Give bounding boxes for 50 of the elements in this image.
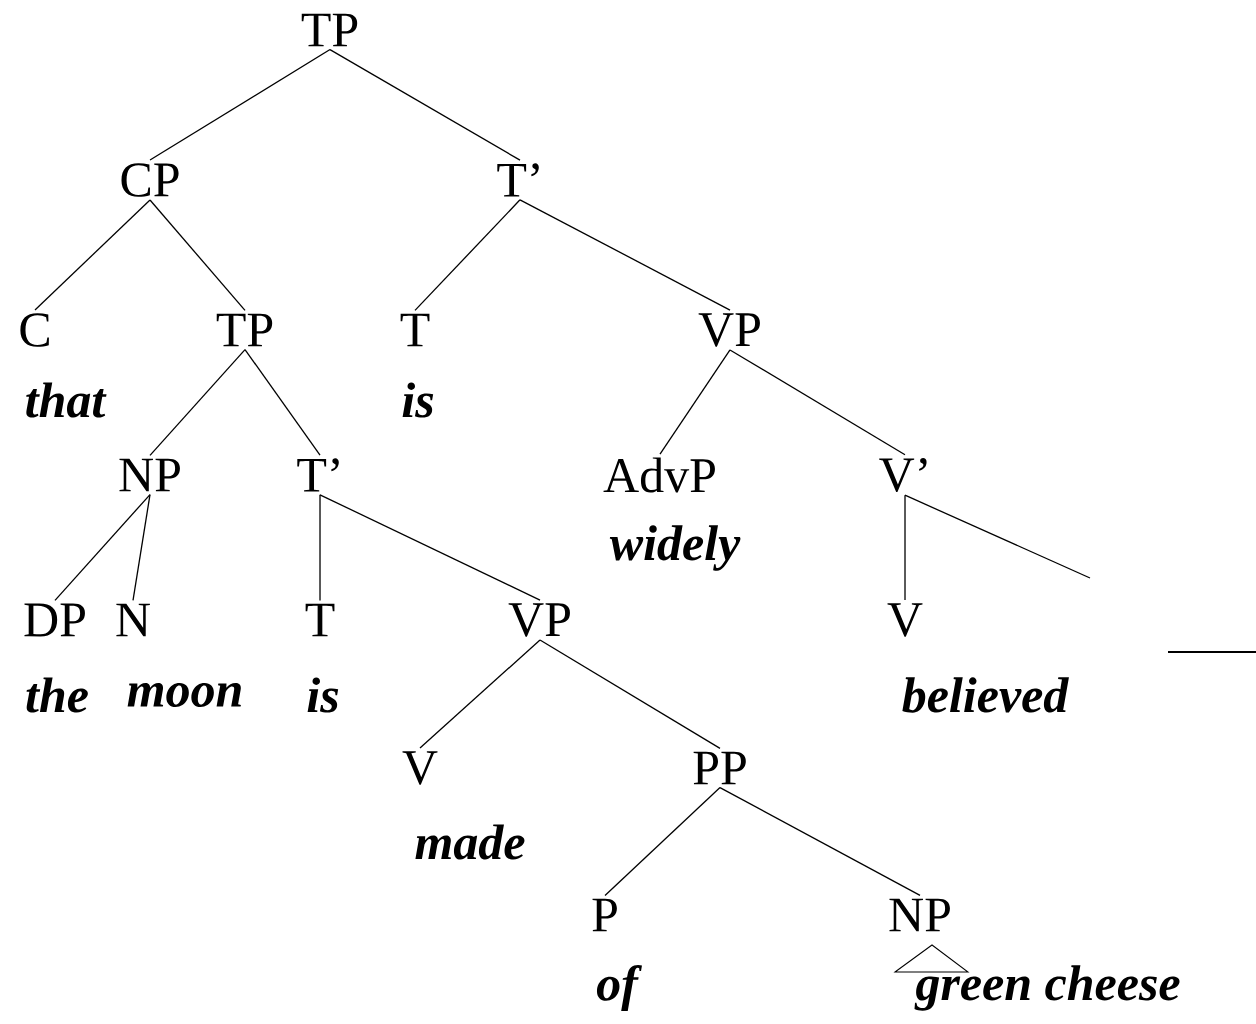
branch-line <box>319 494 321 602</box>
category-label: TP <box>216 313 273 347</box>
category-label: TP <box>301 13 358 47</box>
category-label: N <box>116 603 150 637</box>
branch-line <box>414 199 521 312</box>
word-label: green cheese <box>894 944 1180 1011</box>
category-label: T <box>305 603 335 637</box>
branch-line <box>149 199 246 312</box>
word-label: made <box>415 824 525 860</box>
category-label: T <box>400 313 430 347</box>
branch-line <box>329 48 521 161</box>
branch-line <box>419 639 541 749</box>
branch-line <box>604 786 721 897</box>
branch-line <box>34 199 151 311</box>
word-label: is <box>307 677 339 713</box>
branch-line <box>659 349 731 455</box>
category-label: PP <box>693 751 746 785</box>
category-label: VP <box>698 313 760 347</box>
category-label: DP <box>24 603 85 637</box>
branch-line <box>54 493 151 602</box>
category-label: AdvP <box>603 457 715 493</box>
category-label: NP <box>889 898 950 932</box>
category-label: T’ <box>297 458 339 492</box>
category-label: V’ <box>879 458 927 492</box>
branch-line <box>904 494 906 601</box>
word-label: believed <box>902 677 1069 713</box>
word-label: widely <box>609 525 741 571</box>
branch-line <box>244 348 321 456</box>
branch-line <box>319 494 541 601</box>
word-label: is <box>402 382 434 418</box>
branch-line <box>904 494 1091 579</box>
branch-line <box>149 348 246 457</box>
category-label: P <box>592 898 617 932</box>
category-label: V <box>402 751 438 785</box>
category-label: C <box>20 313 49 347</box>
category-label: VP <box>508 603 570 637</box>
branch-line <box>132 493 151 602</box>
branch-line <box>519 199 731 311</box>
category-label: T’ <box>497 163 539 197</box>
branch-line <box>719 786 921 897</box>
category-label: CP <box>121 163 179 197</box>
word-label: that <box>26 382 107 418</box>
branch-line <box>729 349 906 456</box>
word-label: moon <box>127 683 241 707</box>
word-label: of <box>596 965 642 1011</box>
category-label: V <box>887 603 923 637</box>
branch-line <box>539 639 721 750</box>
branch-line <box>149 48 331 161</box>
category-label: NP <box>119 458 180 492</box>
word-label: the <box>26 677 88 713</box>
